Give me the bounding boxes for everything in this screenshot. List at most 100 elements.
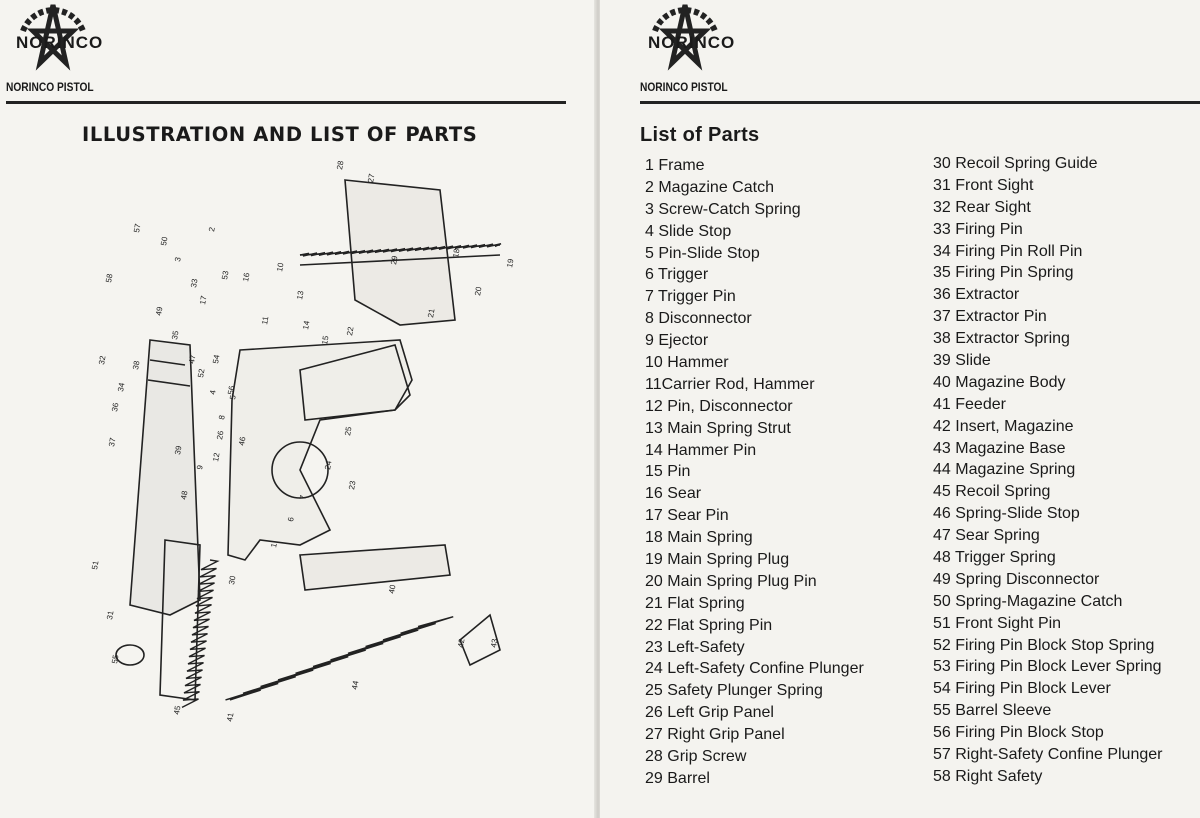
callout-number: 32 xyxy=(97,354,108,365)
trigger-guard-shape xyxy=(271,441,329,499)
brand-name: NORINCO PISTOL xyxy=(640,80,728,94)
part-item: 14 Hammer Pin xyxy=(645,441,757,459)
callout-number: 16 xyxy=(241,271,252,282)
callout-number: 25 xyxy=(343,425,354,436)
part-item: 5 Pin-Slide Stop xyxy=(645,244,760,262)
part-item: 51 Front Sight Pin xyxy=(933,614,1062,632)
part-item: 30 Recoil Spring Guide xyxy=(933,155,1098,172)
part-item: 34 Firing Pin Roll Pin xyxy=(933,242,1083,260)
parts-list-column-2: 30 Recoil Spring Guide 31 Front Sight 32 R… xyxy=(933,153,1162,788)
part-item: 48 Trigger Spring xyxy=(933,549,1056,567)
callout-number: 9 xyxy=(195,464,205,470)
part-item: 8 Disconnector xyxy=(645,310,752,328)
grip-panel-shape xyxy=(344,179,456,326)
part-item: 43 Magazine Base xyxy=(933,439,1066,457)
part-item: 15 Pin xyxy=(645,463,691,481)
part-item: 35 Firing Pin Spring xyxy=(933,264,1074,282)
part-item: 1 Frame xyxy=(645,157,705,174)
part-item: 22 Flat Spring Pin xyxy=(645,616,773,634)
callout-number: 13 xyxy=(295,289,306,300)
norinco-logo-right: NORINCO xyxy=(640,3,740,98)
part-item: 41 Feeder xyxy=(933,395,1006,413)
callout-number: 10 xyxy=(275,261,286,272)
part-item: 26 Left Grip Panel xyxy=(645,704,774,722)
callout-number: 47 xyxy=(187,353,198,364)
logo-text: NORINCO xyxy=(648,33,736,52)
part-item: 56 Firing Pin Block Stop xyxy=(933,724,1104,742)
callout-number: 52 xyxy=(196,367,207,378)
callout-number: 44 xyxy=(350,679,361,690)
callout-number: 54 xyxy=(211,353,222,364)
callout-number: 35 xyxy=(170,329,181,340)
callout-number: 26 xyxy=(215,429,226,440)
callout-number: 53 xyxy=(220,269,231,280)
part-item: 29 Barrel xyxy=(645,769,710,787)
callout-number: 43 xyxy=(489,637,500,648)
part-item: 21 Flat Spring xyxy=(645,594,745,612)
part-item: 2 Magazine Catch xyxy=(645,178,774,196)
brand-name: NORINCO PISTOL xyxy=(6,80,94,94)
part-item: 24 Left-Safety Confine Plunger xyxy=(645,660,864,678)
right-page: NORINCO NORINCO PISTOL xyxy=(600,0,1200,818)
callout-number: 29 xyxy=(389,254,400,265)
part-item: 27 Right Grip Panel xyxy=(645,726,785,744)
callout-number: 48 xyxy=(179,489,190,500)
part-item: 39 Slide xyxy=(933,352,991,370)
part-item: 7 Trigger Pin xyxy=(645,288,736,306)
part-item: 52 Firing Pin Block Stop Spring xyxy=(933,636,1155,654)
callout-number: 17 xyxy=(198,294,209,305)
callout-number: 27 xyxy=(366,172,377,183)
part-item: 32 Rear Sight xyxy=(933,198,1031,216)
callout-number: 37 xyxy=(107,436,118,447)
part-item: 37 Extractor Pin xyxy=(933,308,1047,326)
callout-number: 33 xyxy=(189,277,200,288)
part-item: 28 Grip Screw xyxy=(645,748,747,766)
callout-number: 50 xyxy=(159,235,170,246)
callout-number: 40 xyxy=(387,583,398,594)
part-item: 6 Trigger xyxy=(645,266,709,284)
part-item: 16 Sear xyxy=(645,485,702,503)
callout-number: 38 xyxy=(131,359,142,370)
callout-number: 14 xyxy=(301,319,312,330)
callout-number: 5 xyxy=(228,394,238,400)
callout-number: 19 xyxy=(505,257,516,268)
part-item: 11Carrier Rod, Hammer xyxy=(645,375,815,393)
callout-number: 58 xyxy=(104,272,115,283)
callout-number: 31 xyxy=(105,609,116,620)
part-item: 12 Pin, Disconnector xyxy=(645,397,793,415)
callout-number: 11 xyxy=(260,315,270,325)
part-item: 31 Front Sight xyxy=(933,176,1034,194)
book-gutter xyxy=(594,0,602,818)
part-item: 49 Spring Disconnector xyxy=(933,570,1100,588)
callout-number: 49 xyxy=(154,305,165,316)
frame-shape xyxy=(227,339,413,561)
callout-number: 12 xyxy=(211,451,222,462)
callout-number: 21 xyxy=(426,307,437,318)
part-item: 53 Firing Pin Block Lever Spring xyxy=(933,658,1162,676)
callout-number: 57 xyxy=(132,222,143,233)
part-item: 45 Recoil Spring xyxy=(933,483,1051,501)
part-item: 46 Spring-Slide Stop xyxy=(933,505,1080,523)
part-item: 18 Main Spring xyxy=(645,529,753,547)
callout-number: 56 xyxy=(226,384,237,395)
callout-number: 18 xyxy=(451,247,462,258)
callout-number: 22 xyxy=(345,325,356,336)
part-item: 44 Magazine Spring xyxy=(933,461,1076,479)
part-item: 58 Right Safety xyxy=(933,767,1043,785)
left-page: NORINCO NORINCO PISTOL ILLUSTRATION AND … xyxy=(0,0,597,818)
part-item: 33 Firing Pin xyxy=(933,220,1023,238)
part-item: 36 Extractor xyxy=(933,286,1020,304)
callout-number: 8 xyxy=(217,414,227,420)
callout-number: 42 xyxy=(456,637,467,648)
part-item: 50 Spring-Magazine Catch xyxy=(933,592,1123,610)
part-item: 17 Sear Pin xyxy=(645,507,729,525)
page-title: ILLUSTRATION AND LIST OF PARTS xyxy=(82,123,478,146)
spring-shape xyxy=(225,616,454,701)
part-item: 9 Ejector xyxy=(645,332,709,350)
header-rule xyxy=(640,101,1200,104)
norinco-logo: NORINCO xyxy=(8,3,108,98)
magazine-base-shape xyxy=(459,613,501,667)
callout-number: 36 xyxy=(110,401,121,412)
part-item: 47 Sear Spring xyxy=(933,527,1040,545)
